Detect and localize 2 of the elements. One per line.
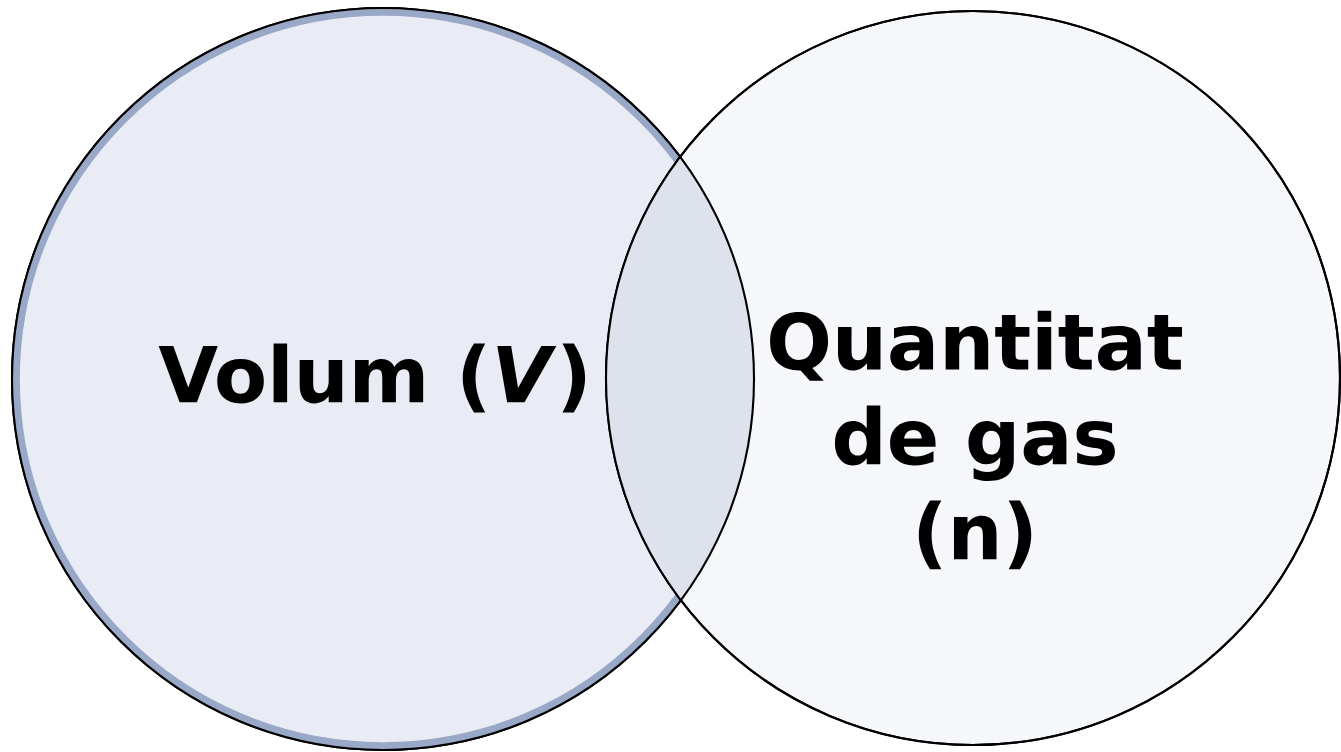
circle-label: Volum (V) [158, 343, 586, 413]
circle-label: Quantitat de gas (n) [770, 310, 1183, 570]
